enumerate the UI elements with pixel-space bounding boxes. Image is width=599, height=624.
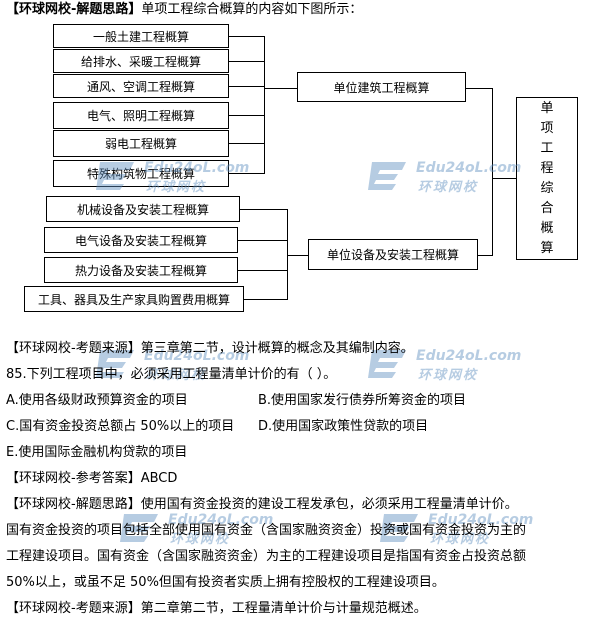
option-d: D.使用国家政策性贷款的项目 (258, 419, 429, 434)
watermark-name: 环球网校 (170, 532, 231, 547)
result-char-6: 合 (540, 200, 554, 216)
connector-line (229, 173, 264, 174)
watermark-name: 环球网校 (418, 180, 479, 195)
connector-line (264, 88, 297, 89)
connector-line (238, 270, 287, 271)
intro-text: 单项工程综合概算的内容如下图所示： (141, 2, 363, 17)
result-char-1: 单 (540, 100, 554, 116)
watermark-url: Edu24oL.com (144, 348, 250, 364)
source-note-2: 【环球网校-考题来源】第二章第二节，工程量清单计价与计量规范概述。 (6, 601, 427, 616)
intro-line: 【环球网校-解题思路】单项工程综合概算的内容如下图所示： (6, 1, 362, 19)
explanation-line-1: 【环球网校-解题思路】使用国有资金投资的建设工程发承包，必须采用工程量清单计价。 (6, 497, 518, 512)
explanation-line-3: 工程建设项目。国有资金（含国家融资资金）为主的工程建设项目是指国有资金占投资总额 (6, 549, 527, 564)
edu24ol-logo-icon (120, 514, 158, 542)
result-char-2: 项 (540, 120, 554, 136)
watermark-name: 环球网校 (146, 368, 207, 383)
diagram-box-building-6: 特殊构筑物工程概算 (53, 160, 229, 187)
result-char-7: 概 (540, 220, 554, 236)
diagram-box-building-2: 给排水、采暖工程概算 (53, 49, 229, 73)
connector-line (287, 255, 308, 256)
edu24ol-logo-icon (380, 514, 418, 542)
watermark-url: Edu24oL.com (428, 512, 534, 528)
connector-line (238, 240, 287, 241)
watermark-url: Edu24oL.com (144, 160, 250, 176)
connector-line (287, 209, 288, 300)
connector-line (492, 88, 493, 256)
option-e: E.使用国际金融机构贷款的项目 (6, 445, 188, 460)
diagram-box-building-4: 电气、照明工程概算 (53, 102, 229, 129)
diagram-box-single-project: 单 项 工 程 综 合 概 算 (516, 97, 578, 260)
watermark-name: 环球网校 (430, 532, 491, 547)
connector-line (478, 255, 492, 256)
connector-line (229, 86, 264, 87)
watermark-url: Edu24oL.com (416, 348, 522, 364)
diagram-box-equipment-4: 工具、器具及生产家具购置费用概算 (24, 286, 244, 312)
intro-tag: 【环球网校-解题思路】 (6, 2, 142, 17)
diagram-box-unit-building: 单位建筑工程概算 (297, 72, 466, 102)
connector-line (240, 209, 287, 210)
result-char-4: 程 (540, 160, 554, 176)
edu24ol-logo-icon (368, 350, 406, 378)
result-char-8: 算 (540, 240, 554, 256)
result-char-3: 工 (540, 140, 554, 156)
option-a: A.使用各级财政预算资金的项目 (6, 393, 188, 408)
diagram-box-building-5: 弱电工程概算 (53, 130, 229, 157)
diagram-box-unit-equipment: 单位设备及安装工程概算 (308, 239, 478, 270)
watermark-url: Edu24oL.com (416, 160, 522, 176)
connector-line (264, 36, 265, 174)
diagram-box-equipment-1: 机械设备及安装工程概算 (46, 196, 240, 222)
diagram-box-equipment-3: 热力设备及安装工程概算 (44, 257, 238, 283)
edu24ol-logo-icon (96, 350, 134, 378)
diagram-box-equipment-2: 电气设备及安装工程概算 (44, 227, 238, 253)
connector-line (229, 143, 264, 144)
watermark-name: 环球网校 (418, 368, 479, 383)
edu24ol-logo-icon (96, 162, 134, 190)
explanation-line-2: 国有资金投资的项目包括全部使用国有资金（含国家融资资金）投资或国有资金投资为主的 (6, 523, 527, 538)
result-char-5: 综 (540, 180, 554, 196)
watermark-url: Edu24oL.com (168, 512, 274, 528)
diagram-box-building-1: 一般土建工程概算 (53, 24, 229, 48)
watermark-name: 环球网校 (146, 180, 207, 195)
edu24ol-logo-icon (368, 162, 406, 190)
answer-line: 【环球网校-参考答案】ABCD (6, 471, 178, 486)
connector-line (229, 61, 264, 62)
question-text: 85.下列工程项目中，必须采用工程量清单计价的有（ ）。 (6, 367, 337, 382)
option-c: C.国有资金投资总额占 50%以上的项目 (6, 419, 235, 434)
explanation-line-4: 50%以上，或虽不足 50%但国有投资者实质上拥有控股权的工程建设项目。 (6, 575, 445, 590)
option-b: B.使用国家发行债券所筹资金的项目 (258, 393, 467, 408)
connector-line (466, 88, 492, 89)
connector-line (492, 178, 516, 179)
diagram-box-building-3: 通风、空调工程概算 (53, 74, 229, 98)
connector-line (229, 36, 264, 37)
connector-line (229, 115, 264, 116)
connector-line (244, 299, 287, 300)
source-note-1: 【环球网校-考题来源】第三章第二节，设计概算的概念及其编制内容。 (6, 341, 414, 356)
